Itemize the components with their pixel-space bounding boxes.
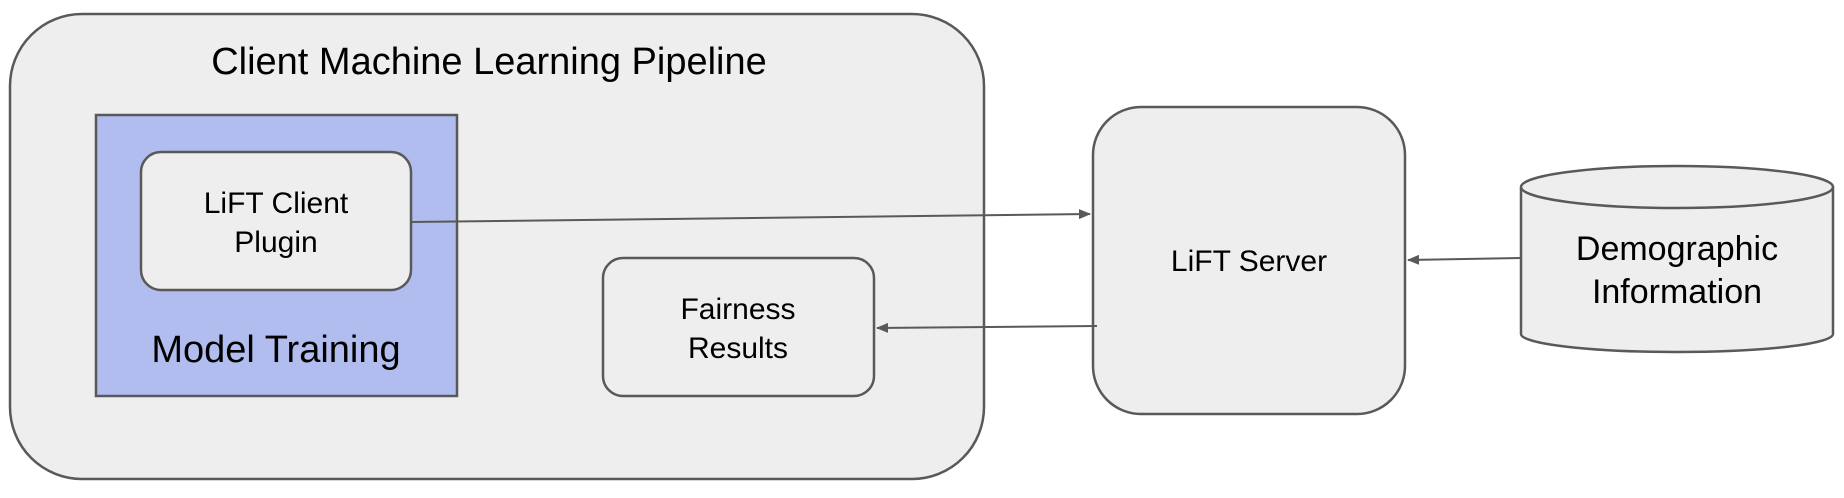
arrow-database-to-server	[1407, 254, 1522, 265]
lift-client-plugin-label-line1: LiFT Client	[204, 187, 349, 220]
fairness-results-label-line2: Results	[688, 332, 788, 365]
fairness-results-box	[601, 256, 876, 398]
demographic-label-line2: Information	[1592, 273, 1762, 311]
arrow-server-to-fairness	[876, 322, 1098, 333]
lift-server-label: LiFT Server	[1171, 245, 1327, 278]
pipeline-title: Client Machine Learning Pipeline	[211, 41, 767, 83]
database-body	[1519, 187, 1835, 354]
fairness-results-label-line1: Fairness	[680, 293, 795, 326]
arrow-plugin-to-server	[410, 209, 1091, 223]
lift-client-plugin-label-line2: Plugin	[234, 226, 317, 259]
demographic-label-line1: Demographic	[1576, 230, 1778, 268]
model-training-label: Model Training	[151, 329, 400, 371]
lift-client-plugin-box	[139, 150, 413, 292]
database-top	[1519, 164, 1835, 210]
lift-server-box	[1091, 105, 1407, 416]
demographic-database	[1519, 164, 1835, 354]
